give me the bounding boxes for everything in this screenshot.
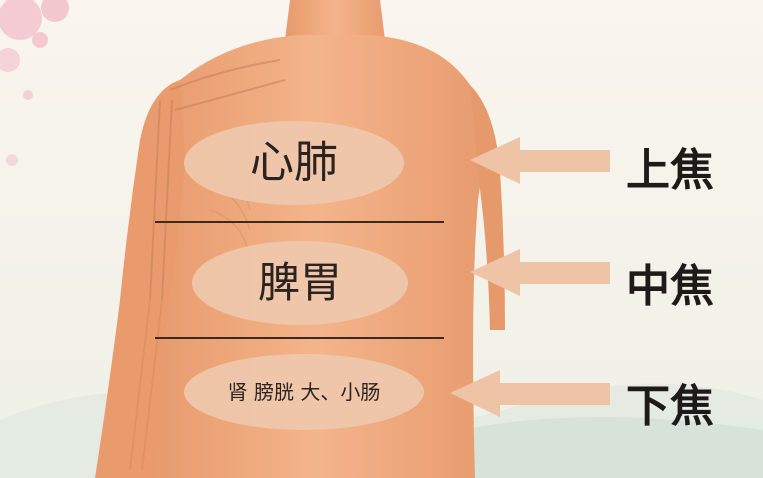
organ-label-middle: 脾胃 <box>257 258 342 307</box>
organ-label-lower: 肾 膀胱 大、小肠 <box>227 380 381 404</box>
blossom-decoration <box>0 0 69 166</box>
jiao-label-lower: 下焦 <box>626 381 714 432</box>
middle-organ-ellipse <box>192 241 408 325</box>
arrow-middle <box>470 249 610 296</box>
lower-organ-ellipse <box>184 354 424 430</box>
arrow-upper <box>470 137 610 184</box>
upper-organ-ellipse <box>184 121 404 205</box>
jiao-label-middle: 中焦 <box>626 261 714 312</box>
arrow-lower <box>450 370 610 417</box>
organ-label-upper: 心肺 <box>250 137 338 188</box>
jiao-label-upper: 上焦 <box>626 145 714 196</box>
